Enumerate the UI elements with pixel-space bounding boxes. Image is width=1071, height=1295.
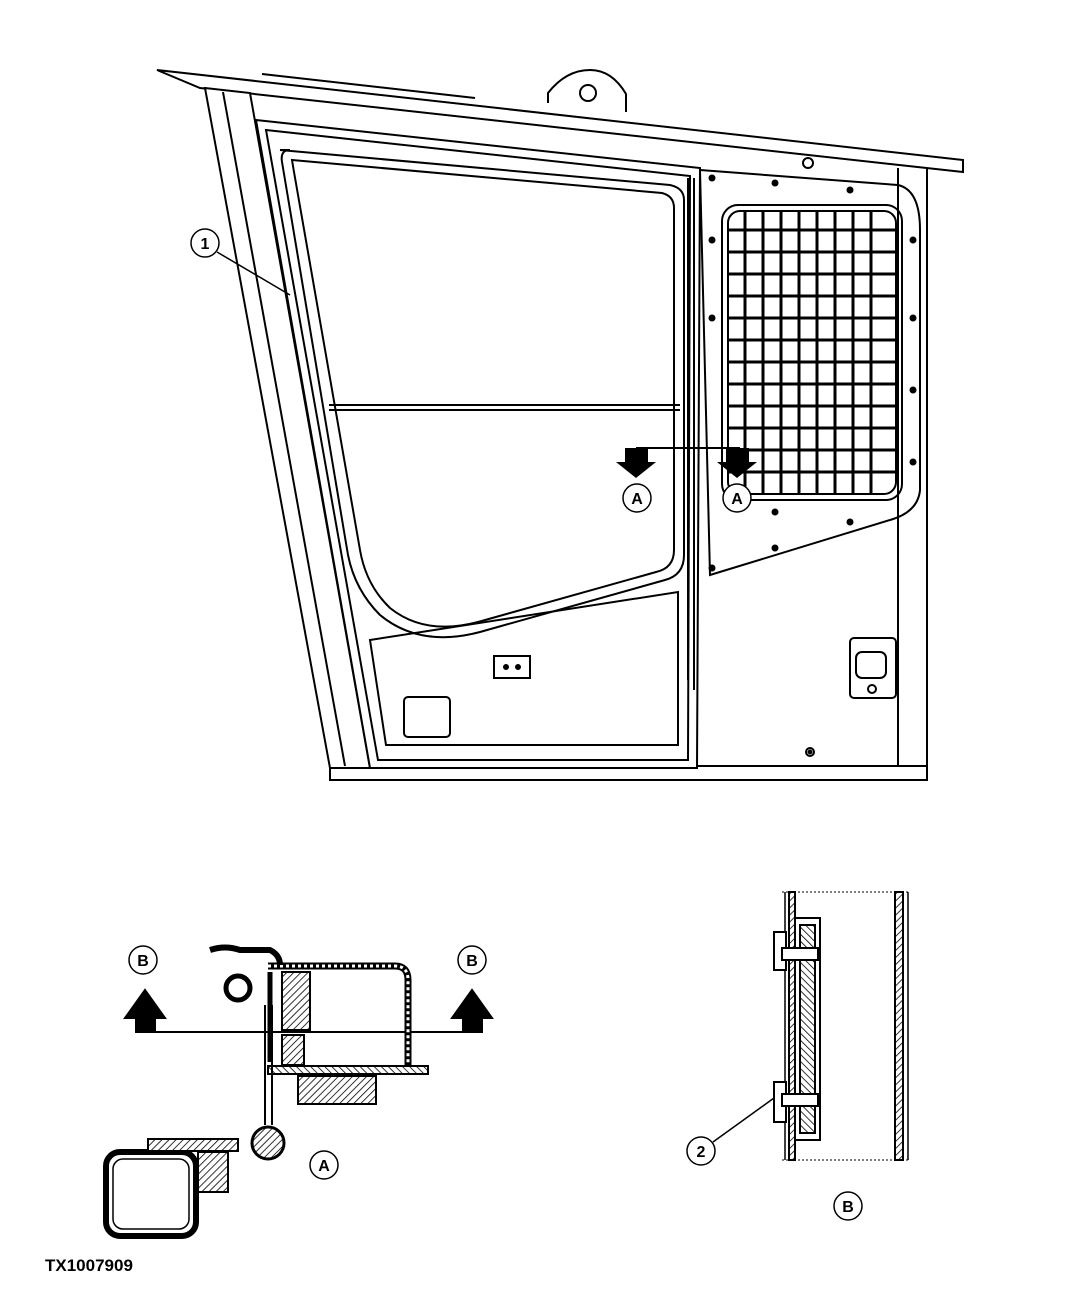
callout-section-b-right: B [457,945,487,975]
callout-2: 2 [686,1097,775,1166]
callout-section-b-left: B [128,945,158,975]
figure-id: TX1007909 [45,1256,133,1275]
rear-handle-bracket [849,637,897,699]
view-label-b: B [833,1191,863,1221]
callout-1: 1 [190,228,291,296]
hinge-pin [250,1125,286,1161]
section-line-a [616,447,757,478]
svg-text:B: B [137,953,149,970]
door-pad [403,696,451,738]
svg-text:B: B [842,1199,854,1216]
svg-text:1: 1 [201,236,210,253]
door-latch [493,655,531,679]
rear-screen-grid [729,212,895,493]
section-arrow-a-right [717,448,757,478]
svg-text:A: A [731,491,743,508]
section-arrow-b-left [123,988,167,1033]
section-b-detail [773,891,909,1161]
screen-bolts [708,174,917,572]
cab-side-view [156,68,964,781]
door-window [279,149,685,639]
svg-text:A: A [318,1158,330,1175]
callout-section-a-right: A [722,483,752,513]
section-arrow-a-left [616,448,656,478]
svg-text:2: 2 [697,1144,706,1161]
section-arrow-b-right [450,988,494,1033]
svg-text:B: B [466,953,478,970]
roof-edge [156,69,964,174]
svg-text:A: A [631,491,643,508]
section-a-detail [103,944,494,1239]
view-label-a: A [309,1150,339,1180]
rear-panel [698,168,921,577]
rear-screen-frame [721,204,903,501]
lifting-eye [547,68,627,112]
callout-section-a-left: A [622,483,652,513]
seal-bulb [223,973,253,1003]
